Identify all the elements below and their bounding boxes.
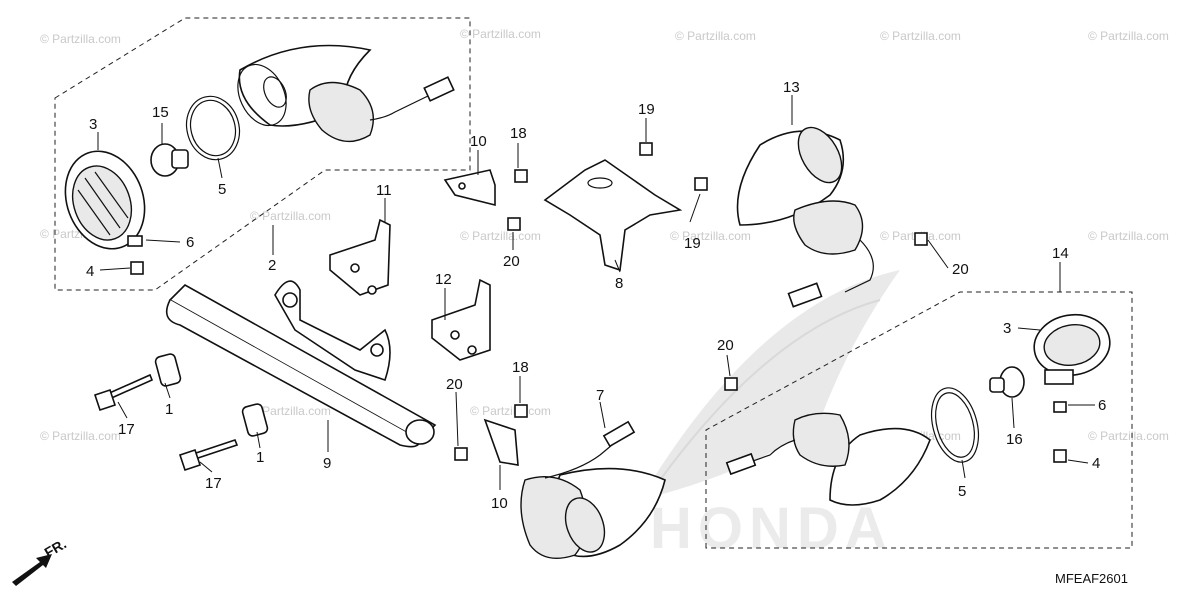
callout-19: 19 — [638, 101, 655, 118]
main-stay-bar — [165, 280, 437, 448]
watermark-text: © Partzilla.com — [40, 32, 121, 46]
watermark-text: © Partzilla.com — [1088, 229, 1169, 243]
callout-6: 6 — [186, 234, 194, 251]
upper-left-lens — [64, 150, 146, 250]
left-turn-signal-assembly-boundary — [54, 17, 471, 291]
callout-12: 12 — [435, 271, 452, 288]
callout-11: 11 — [376, 182, 392, 199]
bolts-and-collars — [93, 353, 269, 472]
rear-stay-8 — [543, 159, 683, 272]
watermark-text: © Partzilla.com — [470, 404, 551, 418]
lower-right-lens — [1033, 313, 1111, 385]
callout-16: 16 — [1006, 431, 1023, 448]
upper-right-signal-13 — [736, 126, 874, 308]
callout-19: 19 — [684, 235, 701, 252]
diagram-code: MFEAF2601 — [1055, 571, 1128, 586]
watermark-text: © Partzilla.com — [250, 209, 331, 223]
callout-6: 6 — [1098, 397, 1106, 414]
watermark-text: © Partzilla.com — [880, 29, 961, 43]
lower-right-bulb — [989, 366, 1025, 398]
leader-lines — [97, 95, 1095, 490]
callout-2: 2 — [268, 257, 276, 274]
callout-9: 9 — [323, 455, 331, 472]
upper-left-gasket — [185, 95, 241, 161]
callout-18: 18 — [512, 359, 529, 376]
bracket-12 — [431, 278, 491, 361]
watermark-text: © Partzilla.com — [250, 404, 331, 418]
callout-5: 5 — [218, 181, 226, 198]
callout-1: 1 — [165, 401, 173, 418]
callout-15: 15 — [152, 104, 169, 121]
watermark-text: © Partzilla.com — [675, 29, 756, 43]
group-boundaries — [54, 17, 1133, 549]
callout-1: 1 — [256, 449, 264, 466]
callout-18: 18 — [510, 125, 527, 142]
bracket-10-upper — [443, 169, 496, 207]
upper-left-signal-housing — [237, 44, 455, 143]
callout-17: 17 — [205, 475, 222, 492]
honda-logo-text: HONDA — [650, 496, 893, 561]
callout-10: 10 — [470, 133, 487, 150]
honda-wing-watermark: HONDA — [640, 270, 900, 561]
lower-right-nut-screw — [1053, 401, 1067, 463]
watermark-text: © Partzilla.com — [460, 229, 541, 243]
callout-4: 4 — [1092, 455, 1100, 472]
callout-10: 10 — [491, 495, 508, 512]
callout-13: 13 — [783, 79, 800, 96]
callout-4: 4 — [86, 263, 94, 280]
bracket-11 — [329, 218, 391, 296]
callout-20: 20 — [446, 376, 463, 393]
front-direction-indicator: FR. — [12, 535, 69, 586]
callout-7: 7 — [596, 387, 604, 404]
watermark-text: © Partzilla.com — [1088, 429, 1169, 443]
lower-signal-7 — [520, 420, 666, 559]
bracket-10-lower — [483, 418, 519, 466]
upper-left-bulb — [150, 143, 189, 177]
small-bolts — [454, 142, 928, 461]
callout-14: 14 — [1052, 245, 1069, 262]
callout-3: 3 — [1003, 320, 1011, 337]
lower-right-gasket — [930, 387, 980, 463]
callout-3: 3 — [89, 116, 97, 133]
front-arrow-icon — [12, 554, 52, 586]
watermark-text: © Partzilla.com — [460, 27, 541, 41]
callout-8: 8 — [615, 275, 623, 292]
watermark-text: © Partzilla.com — [40, 429, 121, 443]
callout-5: 5 — [958, 483, 966, 500]
watermark-text: © Partzilla.com — [1088, 29, 1169, 43]
callout-20: 20 — [952, 261, 969, 278]
watermark-text: © Partzilla.com — [670, 229, 751, 243]
callout-17: 17 — [118, 421, 135, 438]
callout-labels: 3 15 5 6 4 2 11 10 18 19 19 20 8 12 13 2… — [86, 79, 1106, 512]
lower-right-signal-housing — [725, 412, 931, 506]
callout-20: 20 — [717, 337, 734, 354]
upper-left-nut-screw — [127, 235, 144, 275]
callout-20: 20 — [503, 253, 520, 270]
